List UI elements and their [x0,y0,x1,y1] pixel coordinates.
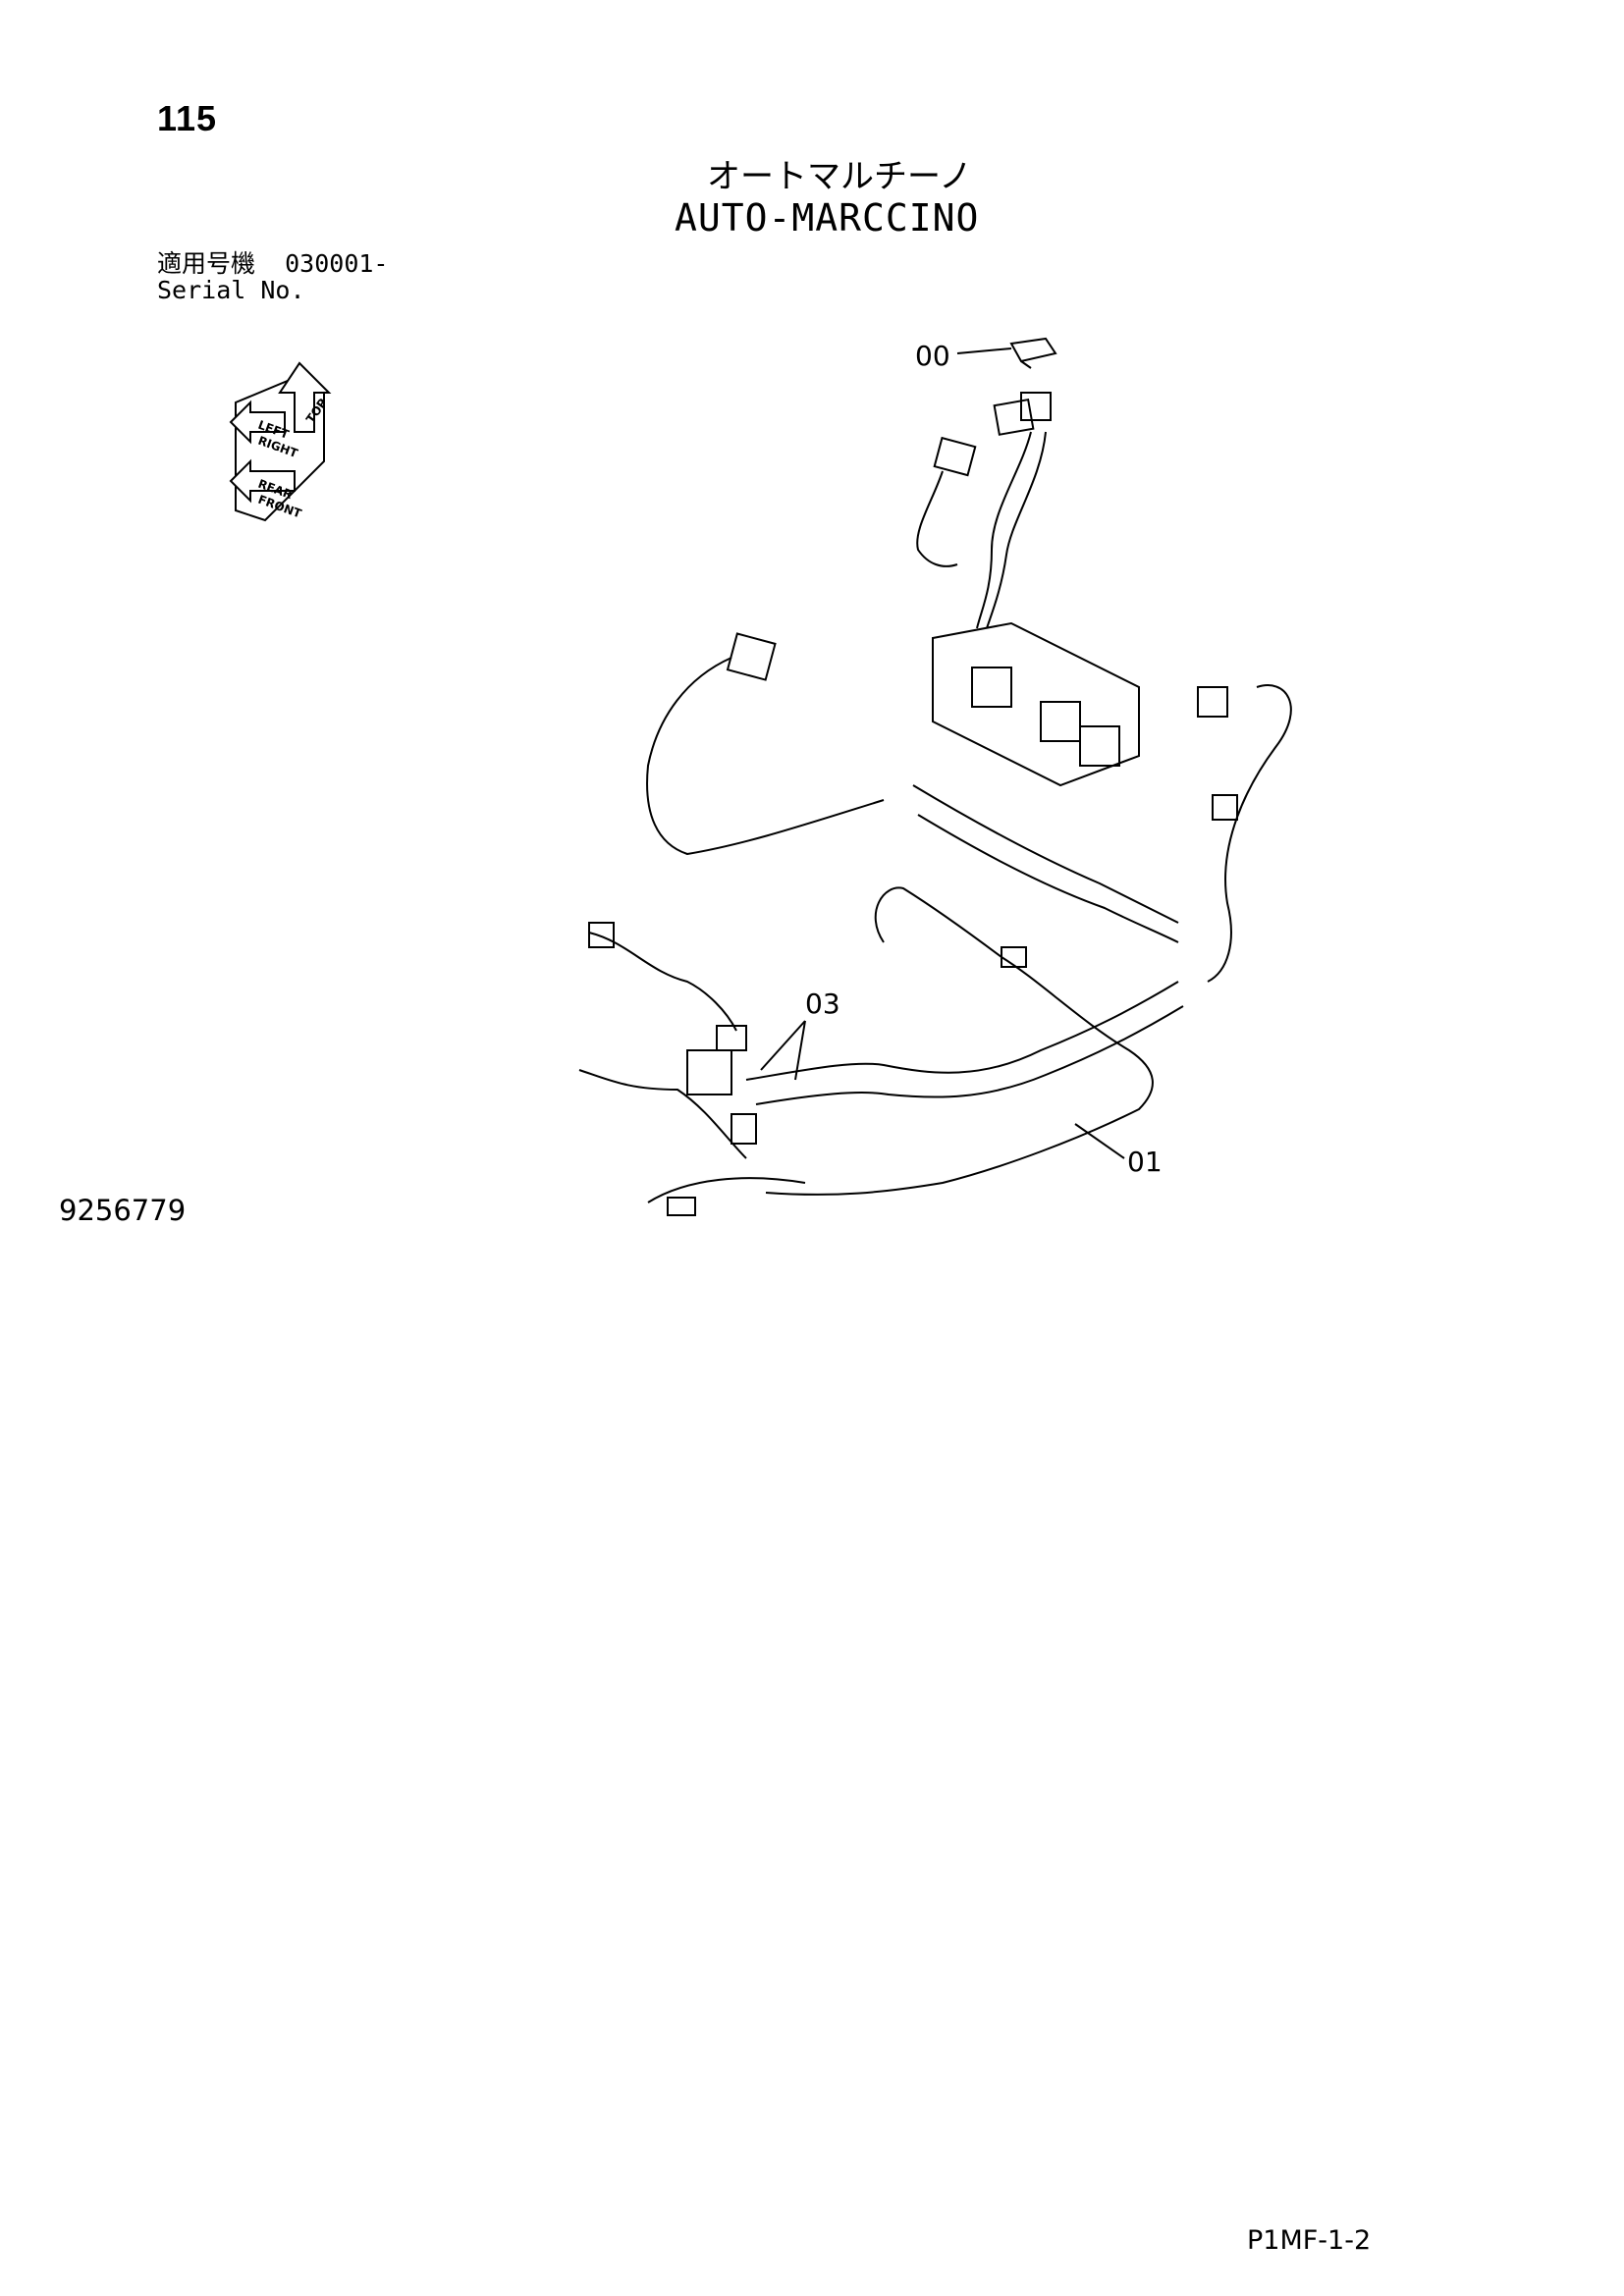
harness-upper-trunk-b [917,814,1179,943]
page-number: 115 [157,98,218,138]
harness-lower-trunk-b [755,1005,1184,1105]
harness-lower-left-upper [588,932,737,1032]
connector-far-left-icon [588,922,615,948]
callout-leaders [760,347,1125,1159]
serial-label-jp: 適用号機 [157,249,256,278]
wire-01-loop [765,886,1154,1196]
connector-lower-left-2-icon [716,1025,747,1051]
connector-right-2-icon [1212,794,1238,821]
callout-01: 01 [1127,1146,1163,1178]
serial-label-en: Serial No. [157,276,305,304]
connector-upper-2-icon [1020,392,1052,421]
arrow-right-icon [229,458,296,504]
arrow-left-icon [229,400,286,445]
serial-value: 030001- [285,249,389,278]
harness-lower-trunk [745,981,1179,1081]
orientation-indicator: TOP LEFT RIGHT REAR FRONT [229,361,332,522]
serial-row-jp: 適用号機 030001- [157,250,388,277]
connector-upper-icon [993,398,1035,436]
relay-bracket-plate [932,621,1140,787]
harness-upper-branch [976,431,1032,629]
harness-left-branch [646,657,885,856]
drawing-number: 9256779 [59,1194,187,1227]
arrow-top-icon [278,361,332,433]
harness-assembly [578,337,1292,1216]
switch-lead [1020,360,1032,369]
leader-01 [1074,1123,1125,1159]
connector-loop-icon [1001,946,1027,968]
leader-03-a [760,1020,806,1071]
connector-upper-3-icon [933,436,977,477]
harness-upper-left [916,470,958,567]
relay-2-icon [1040,701,1081,742]
callout-03: 03 [805,988,840,1020]
harness-right-branch [1207,684,1292,983]
switch-00-icon [1009,337,1057,363]
relay-1-icon [971,667,1012,708]
connector-left-icon [726,632,777,681]
connector-tail-icon [667,1197,696,1216]
page-code: P1MF-1-2 [1247,2225,1372,2256]
harness-lower-left-mid [578,1069,747,1159]
page-title: AUTO-MARCCINO [675,196,980,240]
serial-block: 適用号機 030001- Serial No. [157,250,388,303]
relay-3-icon [1079,725,1120,767]
connector-lower-left-3-icon [731,1113,757,1145]
connector-right-icon [1197,686,1228,718]
harness-upper-branch-b [986,431,1047,629]
callout-00: 00 [915,340,950,372]
connector-lower-left-icon [686,1049,732,1095]
harness-upper-trunk [912,784,1179,924]
leader-00 [956,347,1012,354]
title-japanese: オートマルチーノ [707,157,972,196]
harness-lower-left-tail [647,1177,806,1203]
leader-03-b [794,1020,806,1081]
